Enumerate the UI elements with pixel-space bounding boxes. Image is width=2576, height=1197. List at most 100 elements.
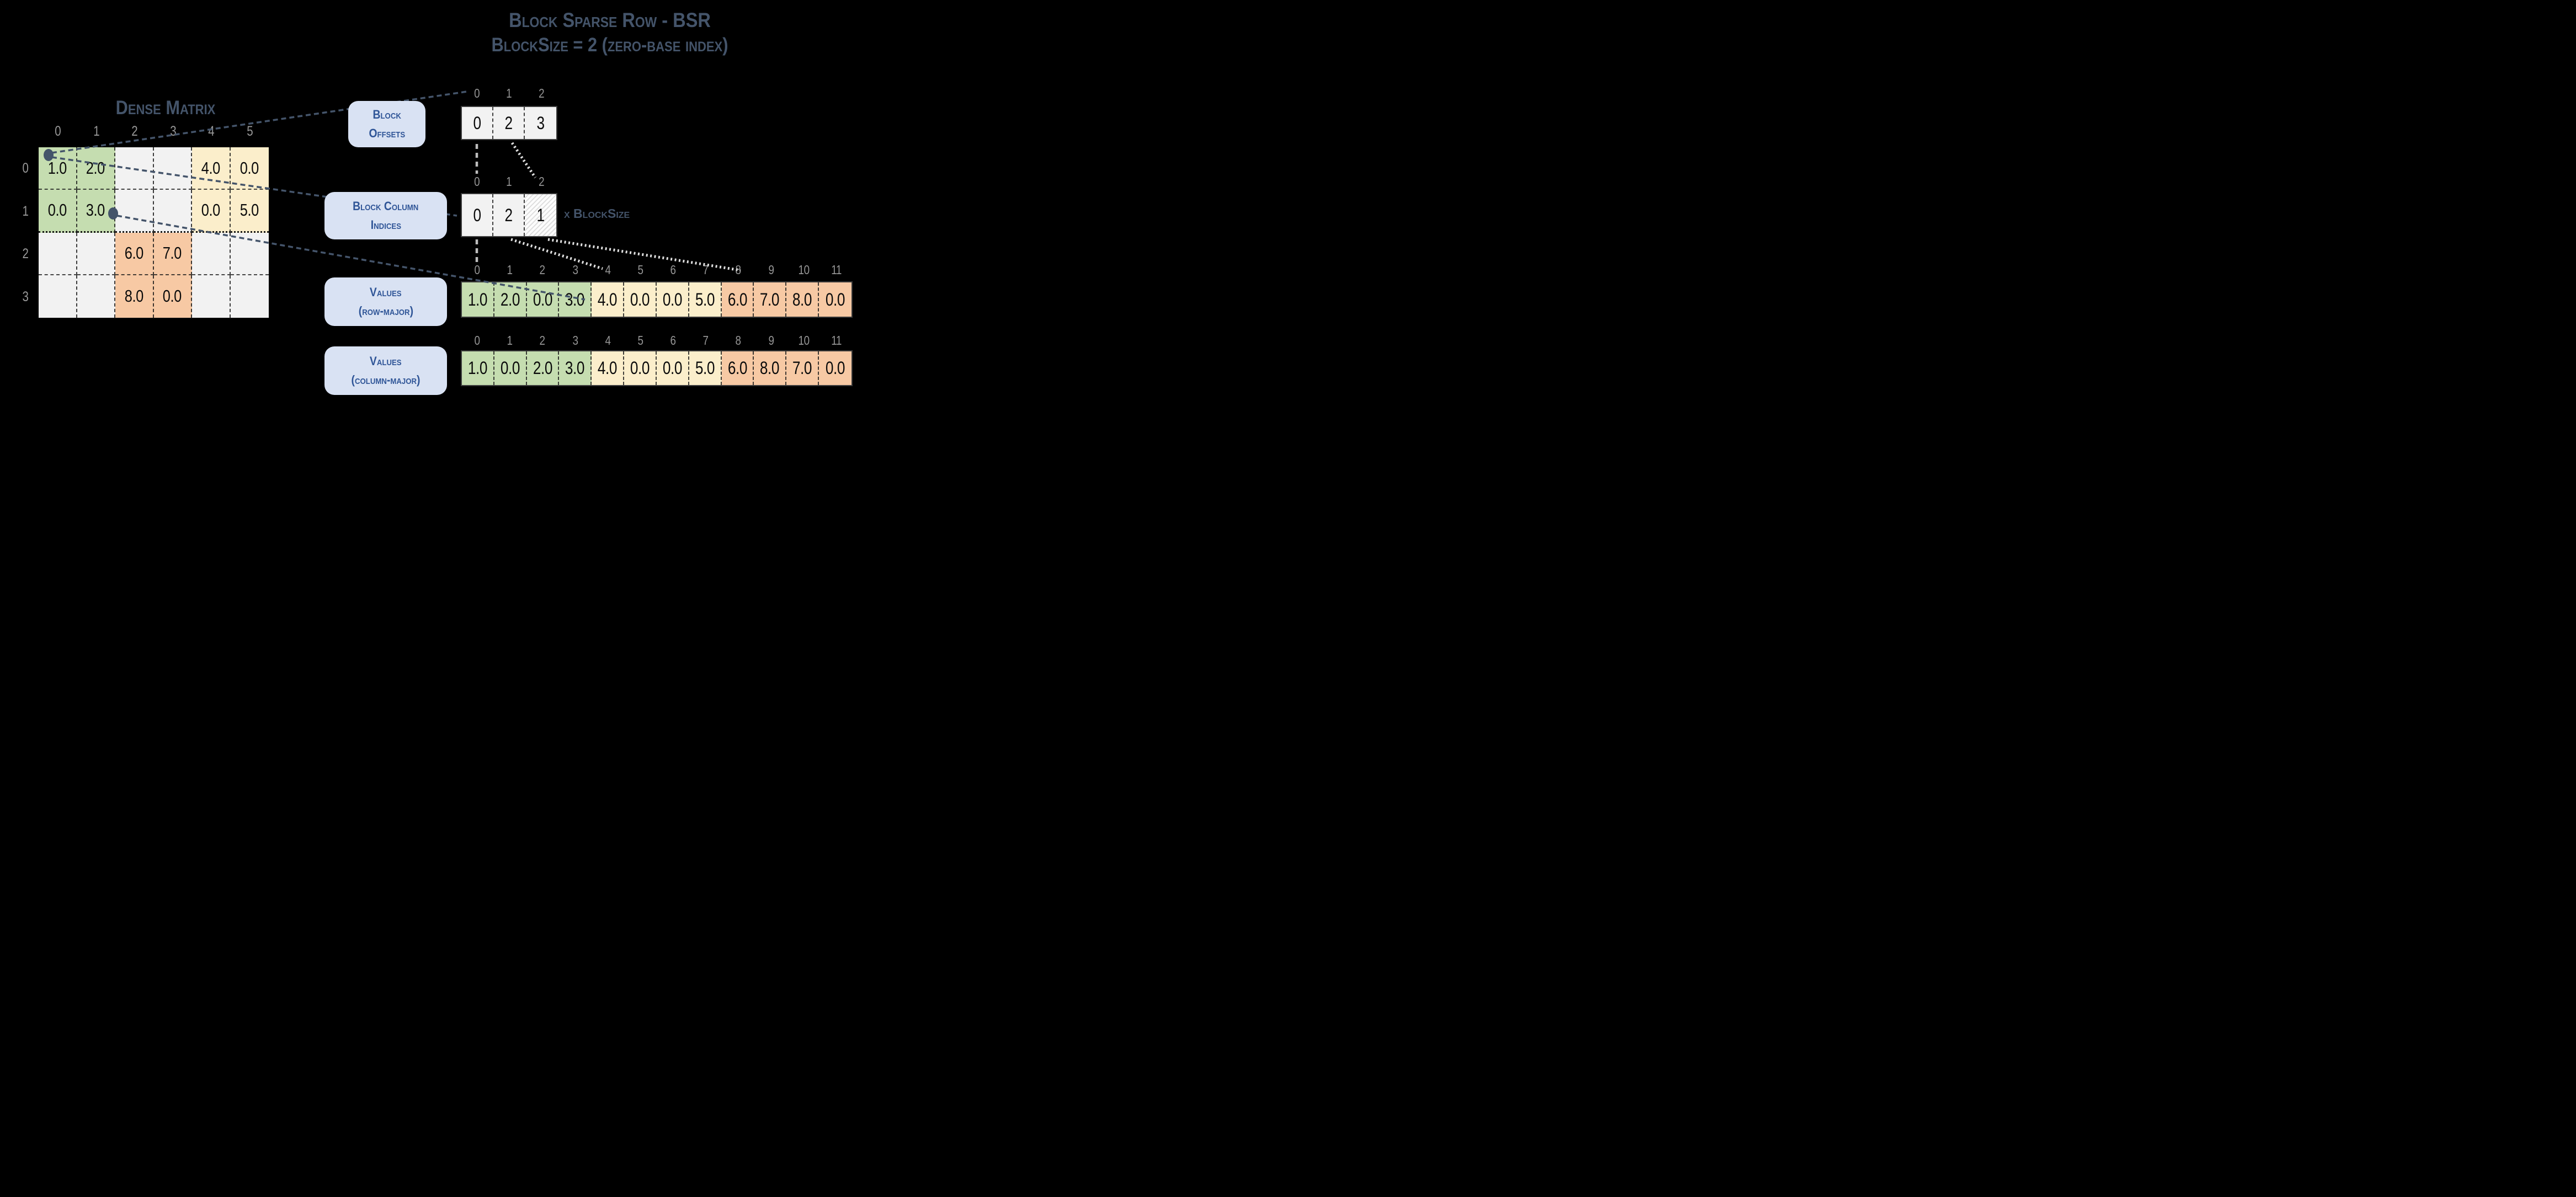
array-index: 10 (798, 263, 810, 277)
values-cell: 2.0 (526, 351, 560, 385)
cell-value: 6.0 (727, 289, 747, 309)
block-offsets-label-line1: Block (372, 107, 401, 121)
values-column-major-array: 1.0 0.0 2.0 3.0 4.0 0.0 0.0 5.0 6.0 8.0 … (461, 350, 853, 386)
array-index: 1 (507, 263, 513, 277)
matrix-cell-value: 0.0 (47, 200, 67, 220)
map-line-offset2-to-index2 (510, 142, 537, 179)
values-cell: 6.0 (721, 282, 754, 317)
matrix-col-header: 5 (246, 124, 253, 139)
matrix-cell (115, 147, 154, 190)
block-column-indices-label-line2: Indices (370, 218, 401, 232)
cell-value: 2.0 (533, 358, 552, 378)
values-column-major-indices: 0 1 2 3 4 5 6 7 8 9 10 11 (461, 333, 853, 348)
block-column-indices-indices: 0 1 2 (461, 174, 557, 189)
block-column-indices-label-line1: Block Column (353, 199, 419, 213)
matrix-cell-value: 0.0 (240, 158, 259, 178)
matrix-cell-value: 1.0 (47, 158, 67, 178)
array-index: 7 (702, 263, 709, 277)
values-row-major-label-line1: Values (370, 285, 402, 299)
cell-value: 0.0 (825, 358, 845, 378)
array-index: 8 (735, 333, 741, 348)
main-title-line1: Block Sparse Row - BSR (509, 9, 711, 31)
array-index: 11 (831, 263, 842, 277)
block-offsets-label-line2: Offsets (369, 126, 405, 140)
array-index: 2 (539, 263, 545, 277)
values-cell: 0.0 (656, 351, 689, 385)
cell-value: 1 (536, 205, 545, 225)
array-index: 0 (474, 174, 480, 189)
matrix-cell: 7.0 (153, 232, 192, 275)
matrix-col-header: 3 (169, 124, 176, 139)
cell-value: 2 (504, 113, 513, 133)
matrix-cell-value: 0.0 (163, 286, 182, 306)
values-cell: 0.0 (819, 351, 851, 385)
matrix-cell-value: 8.0 (124, 286, 144, 306)
values-cell: 5.0 (689, 282, 722, 317)
values-cell: 0.0 (624, 282, 657, 317)
matrix-cell-value: 0.0 (201, 200, 221, 220)
matrix-row-header: 1 (22, 203, 29, 219)
values-cell: 0.0 (819, 282, 851, 317)
block-offsets-cell: 3 (525, 107, 556, 139)
cell-value: 3.0 (565, 289, 585, 309)
array-index: 9 (768, 263, 774, 277)
cell-value: 0.0 (825, 289, 845, 309)
matrix-cell-value: 6.0 (124, 243, 144, 263)
values-row-major-array: 1.0 2.0 0.0 3.0 4.0 0.0 0.0 5.0 6.0 7.0 … (461, 281, 853, 318)
array-index: 7 (702, 333, 709, 348)
matrix-cell: 6.0 (115, 232, 154, 275)
values-cell: 3.0 (559, 351, 592, 385)
cell-value: 1.0 (467, 358, 488, 378)
cell-value: 0.0 (500, 358, 520, 378)
values-cell: 0.0 (656, 282, 689, 317)
array-index: 11 (831, 333, 842, 348)
array-index: 6 (670, 333, 676, 348)
matrix-cell (39, 232, 77, 275)
matrix-cell: 4.0 (192, 147, 231, 190)
array-index: 9 (768, 333, 774, 348)
cell-value: 4.0 (598, 358, 618, 378)
values-column-major-label-line2: (column-major) (351, 373, 421, 387)
array-index: 4 (605, 333, 611, 348)
array-index: 6 (670, 263, 676, 277)
matrix-col-header: 4 (208, 124, 215, 139)
values-row-major-label-box: Values (row-major) (324, 277, 447, 326)
values-row-major-label-line2: (row-major) (358, 304, 413, 318)
block-column-indices-label-box: Block Column Indices (324, 192, 447, 239)
matrix-col-header: 0 (55, 124, 61, 139)
block-offsets-cell: 0 (462, 107, 493, 139)
matrix-column-headers: 0 1 2 3 4 5 (39, 124, 269, 140)
array-index: 2 (539, 333, 545, 348)
array-index: 1 (506, 174, 512, 189)
array-index: 10 (798, 333, 810, 348)
array-index: 0 (474, 333, 480, 348)
cell-value: 5.0 (695, 289, 715, 309)
matrix-row-header: 2 (22, 246, 29, 262)
matrix-cell (153, 147, 192, 190)
main-title: Block Sparse Row - BSR BlockSize = 2 (ze… (364, 8, 855, 57)
matrix-cell-value: 3.0 (86, 200, 105, 220)
values-cell: 5.0 (689, 351, 722, 385)
matrix-row-header: 3 (22, 288, 29, 304)
matrix-cell (192, 275, 231, 318)
values-cell: 0.0 (494, 351, 527, 385)
block-offsets-indices: 0 1 2 (461, 86, 557, 101)
matrix-row-header: 0 (22, 161, 29, 177)
main-title-line2: BlockSize = 2 (zero-base index) (491, 34, 728, 56)
cell-value: 4.0 (598, 289, 618, 309)
block-offsets-cell: 2 (493, 107, 525, 139)
block-column-indices-cell: 2 (493, 194, 525, 236)
array-index: 1 (507, 333, 513, 348)
cell-value: 5.0 (695, 358, 715, 378)
values-cell: 8.0 (786, 282, 819, 317)
block-offsets-array: 0 2 3 (461, 106, 557, 140)
cell-value: 2 (504, 205, 513, 225)
bsr-format-diagram: Block Sparse Row - BSR BlockSize = 2 (ze… (0, 0, 859, 399)
matrix-cell: 3.0 (77, 190, 115, 233)
array-index: 2 (538, 86, 544, 100)
matrix-cell-value: 7.0 (163, 243, 182, 263)
cell-value: 0.0 (630, 358, 650, 378)
values-column-major-label-box: Values (column-major) (324, 346, 447, 395)
array-index: 5 (637, 263, 643, 277)
matrix-cell (230, 232, 269, 275)
